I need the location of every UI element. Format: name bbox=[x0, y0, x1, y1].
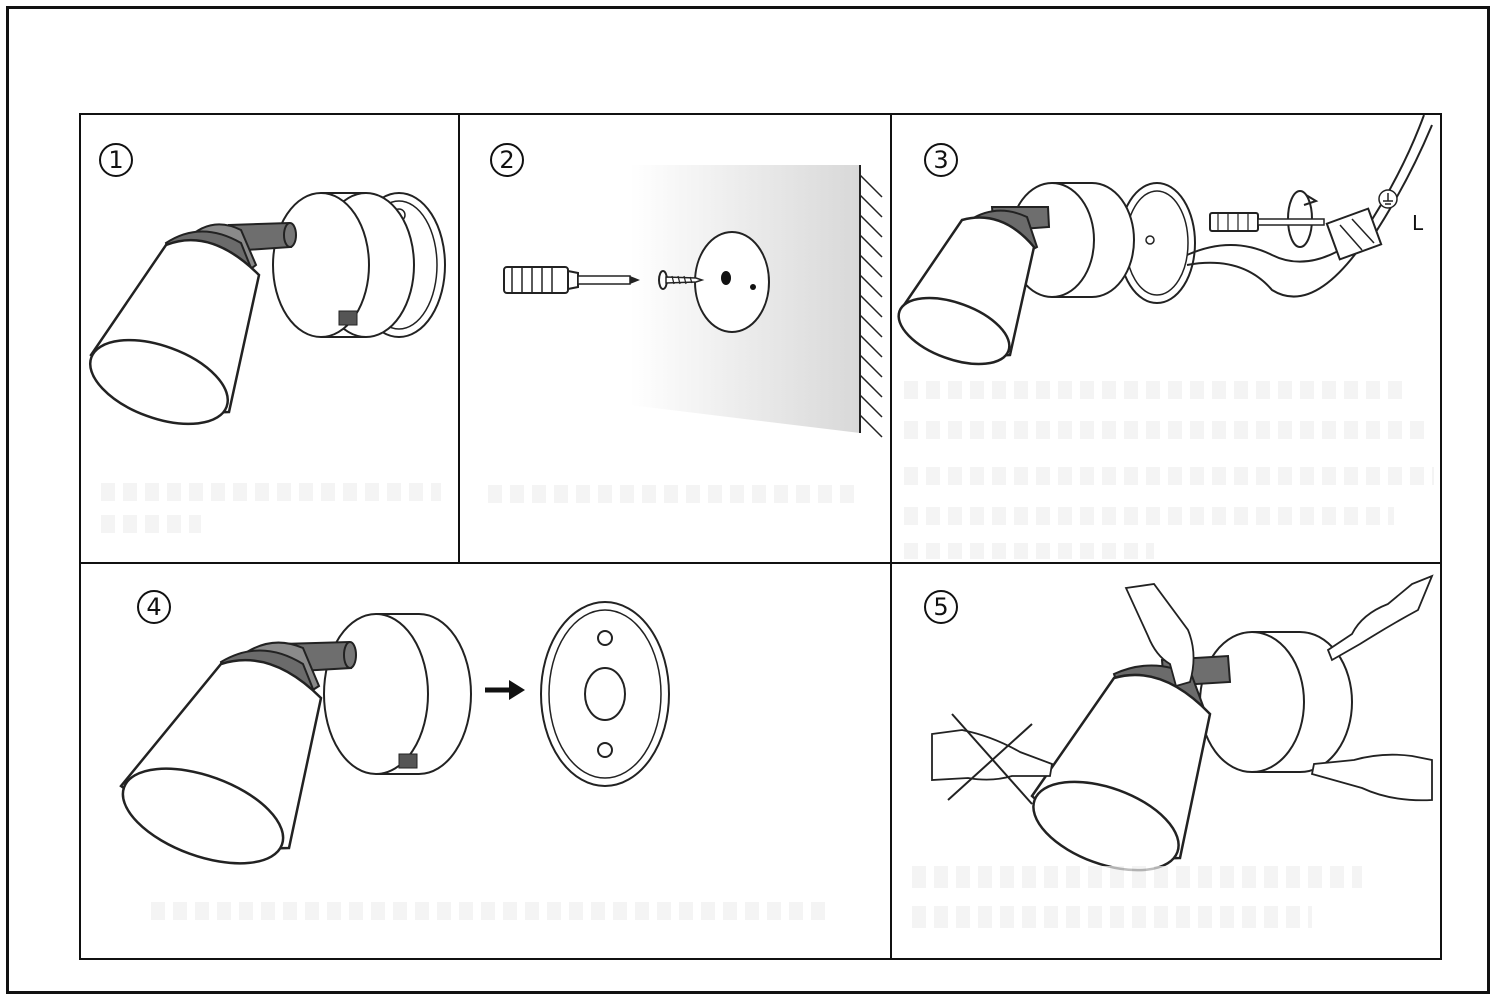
step-5-number: 5 bbox=[924, 590, 958, 624]
step-3-number: 3 bbox=[924, 143, 958, 177]
step-3-panel: 3 bbox=[890, 113, 1442, 564]
screwdriver-icon bbox=[503, 266, 640, 294]
blurred-caption bbox=[101, 515, 201, 533]
lamp-detach-illustration bbox=[119, 601, 670, 865]
blurred-caption bbox=[904, 507, 1394, 525]
blurred-caption bbox=[151, 902, 831, 920]
step-4-number: 4 bbox=[137, 590, 171, 624]
blurred-caption bbox=[101, 483, 441, 501]
wiring-illustration bbox=[897, 115, 1433, 366]
blurred-caption bbox=[904, 467, 1434, 485]
handling-illustration bbox=[931, 574, 1434, 872]
blurred-caption bbox=[904, 381, 1404, 399]
blurred-caption bbox=[912, 906, 1312, 928]
step-1-number: 1 bbox=[99, 143, 133, 177]
blurred-caption bbox=[904, 421, 1424, 439]
screw-icon bbox=[658, 270, 705, 290]
step-4-panel: 4 bbox=[79, 562, 892, 960]
blurred-caption bbox=[904, 543, 1154, 559]
step-2-number: 2 bbox=[490, 143, 524, 177]
page-frame bbox=[6, 6, 1490, 994]
live-wire-label: L bbox=[1412, 211, 1424, 235]
ground-symbol-icon bbox=[1378, 189, 1398, 209]
wall-lamp-illustration bbox=[88, 192, 446, 426]
step-2-panel: 2 bbox=[458, 113, 892, 564]
blurred-caption bbox=[912, 866, 1362, 888]
arrow-right-icon bbox=[485, 680, 525, 700]
step-1-panel: 1 bbox=[79, 113, 460, 564]
blurred-caption bbox=[488, 485, 858, 503]
screwdriver-icon bbox=[1209, 212, 1325, 232]
wall-mounting-illustration bbox=[503, 165, 883, 438]
step-5-panel: 5 bbox=[890, 562, 1442, 960]
